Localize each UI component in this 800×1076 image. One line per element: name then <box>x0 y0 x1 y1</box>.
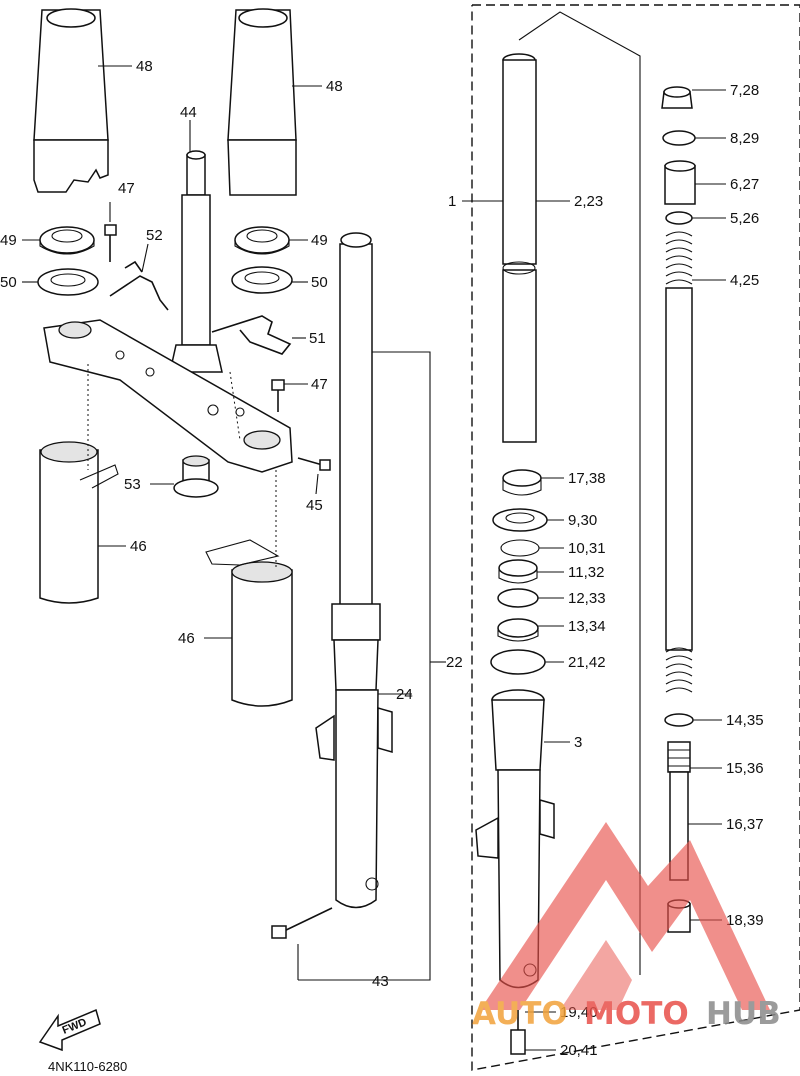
label-47-lower: 47 <box>311 376 328 393</box>
bolt-47-lower <box>271 379 285 412</box>
washer-12 <box>497 588 539 608</box>
cable-guide-52 <box>109 260 169 311</box>
fork-cover-46-lower <box>205 539 293 707</box>
label-18-39: 18,39 <box>726 912 764 929</box>
o-ring-8 <box>662 130 696 146</box>
label-52: 52 <box>146 227 163 244</box>
lower-bracket <box>43 319 293 473</box>
label-13-34: 13,34 <box>568 618 606 635</box>
oil-seal-9 <box>492 508 548 532</box>
label-12-33: 12,33 <box>568 590 606 607</box>
label-47-upper: 47 <box>118 180 135 197</box>
diagram-code: 4NK110-6280 <box>48 1059 127 1074</box>
slide-metal-13 <box>497 618 539 642</box>
washer-50-left <box>37 268 99 296</box>
label-46-lower: 46 <box>178 630 195 647</box>
oil-seal-11 <box>498 559 538 584</box>
watermark-hub: HUB <box>706 996 781 1032</box>
label-7-28: 7,28 <box>730 82 759 99</box>
washer-50-right <box>231 266 293 294</box>
cable-guide-51 <box>211 315 292 355</box>
ring-14 <box>664 713 694 727</box>
leader-lines <box>22 65 726 1051</box>
label-17-38: 17,38 <box>568 470 606 487</box>
cap-bolt-7 <box>661 86 693 109</box>
label-10-31: 10,31 <box>568 540 606 557</box>
seal-49-right <box>234 226 290 255</box>
label-11-32: 11,32 <box>568 564 604 581</box>
label-22: 22 <box>446 654 463 671</box>
bolt-20 <box>510 1010 526 1055</box>
label-9-30: 9,30 <box>568 512 597 529</box>
label-20-41: 20,41 <box>560 1042 598 1059</box>
label-5-26: 5,26 <box>730 210 759 227</box>
label-6-27: 6,27 <box>730 176 759 193</box>
seal-49-left <box>39 226 95 255</box>
steering-stem <box>169 150 223 373</box>
label-46-upper: 46 <box>130 538 147 555</box>
bearing-cap-53 <box>173 455 219 498</box>
label-8-29: 8,29 <box>730 130 759 147</box>
label-50-right: 50 <box>311 274 328 291</box>
fork-assembly-outline <box>471 4 800 1071</box>
bolt-47-upper <box>104 224 117 262</box>
outer-tube <box>475 689 555 989</box>
label-50-left: 50 <box>0 274 17 291</box>
label-14-35: 14,35 <box>726 712 764 729</box>
fork-cover-46-upper <box>39 441 119 604</box>
label-44: 44 <box>180 104 197 121</box>
label-48-right: 48 <box>326 78 343 95</box>
label-4-25: 4,25 <box>730 272 759 289</box>
rebound-spring-15 <box>667 741 691 773</box>
label-16-37: 16,37 <box>726 816 764 833</box>
bolt-45 <box>297 457 331 471</box>
bolt-43 <box>271 907 333 939</box>
o-ring-21 <box>490 649 546 675</box>
inner-tube <box>502 53 537 443</box>
fork-spring-4 <box>665 231 693 693</box>
label-51: 51 <box>309 330 326 347</box>
label-45: 45 <box>306 497 323 514</box>
clip-10 <box>500 539 540 557</box>
label-24: 24 <box>396 686 413 703</box>
part-labels: 48 48 44 47 52 49 49 50 50 51 47 53 45 4… <box>0 58 764 1074</box>
fork-boot-right <box>227 8 297 196</box>
fwd-arrow-icon <box>38 1008 101 1052</box>
label-3: 3 <box>574 734 582 751</box>
slide-bushing-17 <box>502 469 542 496</box>
watermark-logo: AUTO MOTO HUB <box>472 822 781 1032</box>
label-43: 43 <box>372 973 389 990</box>
label-15-36: 15,36 <box>726 760 764 777</box>
label-53: 53 <box>124 476 141 493</box>
label-2-23: 2,23 <box>574 193 603 210</box>
fork-assembly-22 <box>315 232 393 909</box>
watermark-moto: MOTO <box>584 996 689 1032</box>
washer-5 <box>665 211 693 225</box>
label-21-42: 21,42 <box>568 654 606 671</box>
spacer-6 <box>664 160 696 205</box>
fork-boot-left <box>33 8 109 193</box>
label-49-left: 49 <box>0 232 17 249</box>
label-48-left: 48 <box>136 58 153 75</box>
watermark-auto: AUTO <box>472 996 568 1032</box>
label-1: 1 <box>448 193 456 210</box>
label-49-right: 49 <box>311 232 328 249</box>
